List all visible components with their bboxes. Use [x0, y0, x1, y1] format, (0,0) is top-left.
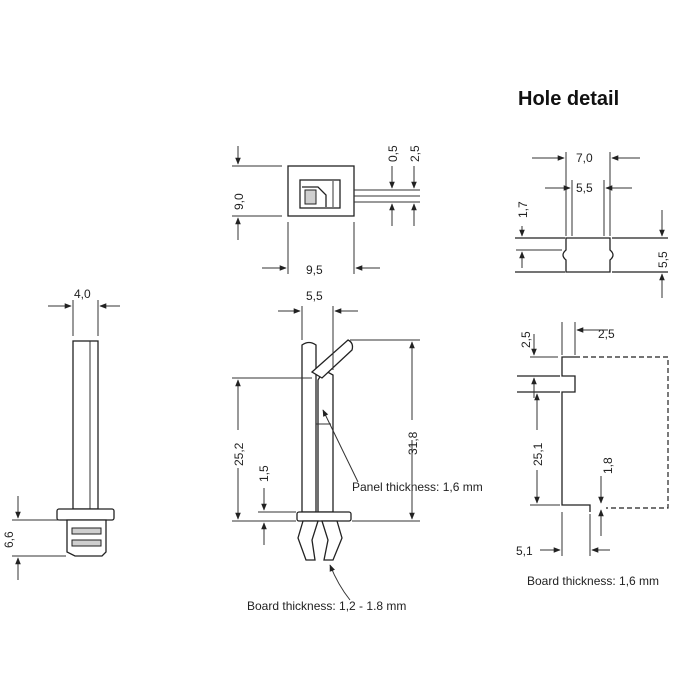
side-width-label: 4,0	[74, 287, 91, 301]
front-view-spring-arm	[310, 339, 354, 379]
board-slot-detail: 2,5 2,5 25,1 1,8 5,1 Board thickness: 1,…	[516, 322, 669, 588]
slot-foot-label: 5,1	[516, 544, 533, 558]
side-height-label: 6,6	[2, 531, 16, 548]
top-gap-a-label: 0,5	[386, 145, 400, 162]
hole-detail-title: Hole detail	[518, 88, 619, 110]
front-view-left-leg	[301, 341, 317, 513]
top-gap-b-label: 2,5	[408, 145, 422, 162]
side-view: 4,0 6,6	[2, 287, 120, 580]
slot-right-label: 2,5	[598, 327, 615, 341]
side-view-flange	[56, 508, 115, 521]
slot-height-label: 25,1	[531, 442, 545, 466]
side-view-pin	[72, 340, 99, 510]
front-view-right-leg	[317, 369, 334, 513]
hole-height-label: 5,5	[656, 251, 670, 268]
hole-shape	[562, 237, 614, 273]
front-width-label: 5,5	[306, 289, 323, 303]
slot-bottom-label: 1,8	[601, 457, 615, 474]
top-width-label: 9,5	[306, 263, 323, 277]
front-view-flange	[296, 511, 352, 522]
front-overall-label: 31,8	[406, 431, 420, 455]
hole-inner-label: 5,5	[576, 181, 593, 195]
front-height-label: 25,2	[232, 442, 246, 466]
top-view: 9,0 9,5 0,5 2,5	[232, 145, 422, 277]
board-hole-thickness-label: Board thickness: 1,6 mm	[527, 574, 659, 588]
hole-notch-label: 1,7	[516, 201, 530, 218]
front-view-snap-left	[297, 520, 319, 561]
board-thickness-label: Board thickness: 1,2 - 1.8 mm	[247, 599, 406, 613]
top-height-label: 9,0	[232, 193, 246, 210]
front-view-snap-right	[321, 520, 343, 561]
hole-width-label: 7,0	[576, 151, 593, 165]
front-step-label: 1,5	[257, 465, 271, 482]
side-view-foot	[66, 519, 107, 557]
slot-top-label: 2,5	[519, 331, 533, 348]
panel-thickness-label: Panel thickness: 1,6 mm	[352, 480, 483, 494]
front-view: 5,5 31,8 25,2 1,5 Panel thickness: 1,6 m…	[232, 289, 483, 613]
hole-detail-panel: 7,0 5,5 1,7 5,5	[515, 151, 670, 298]
